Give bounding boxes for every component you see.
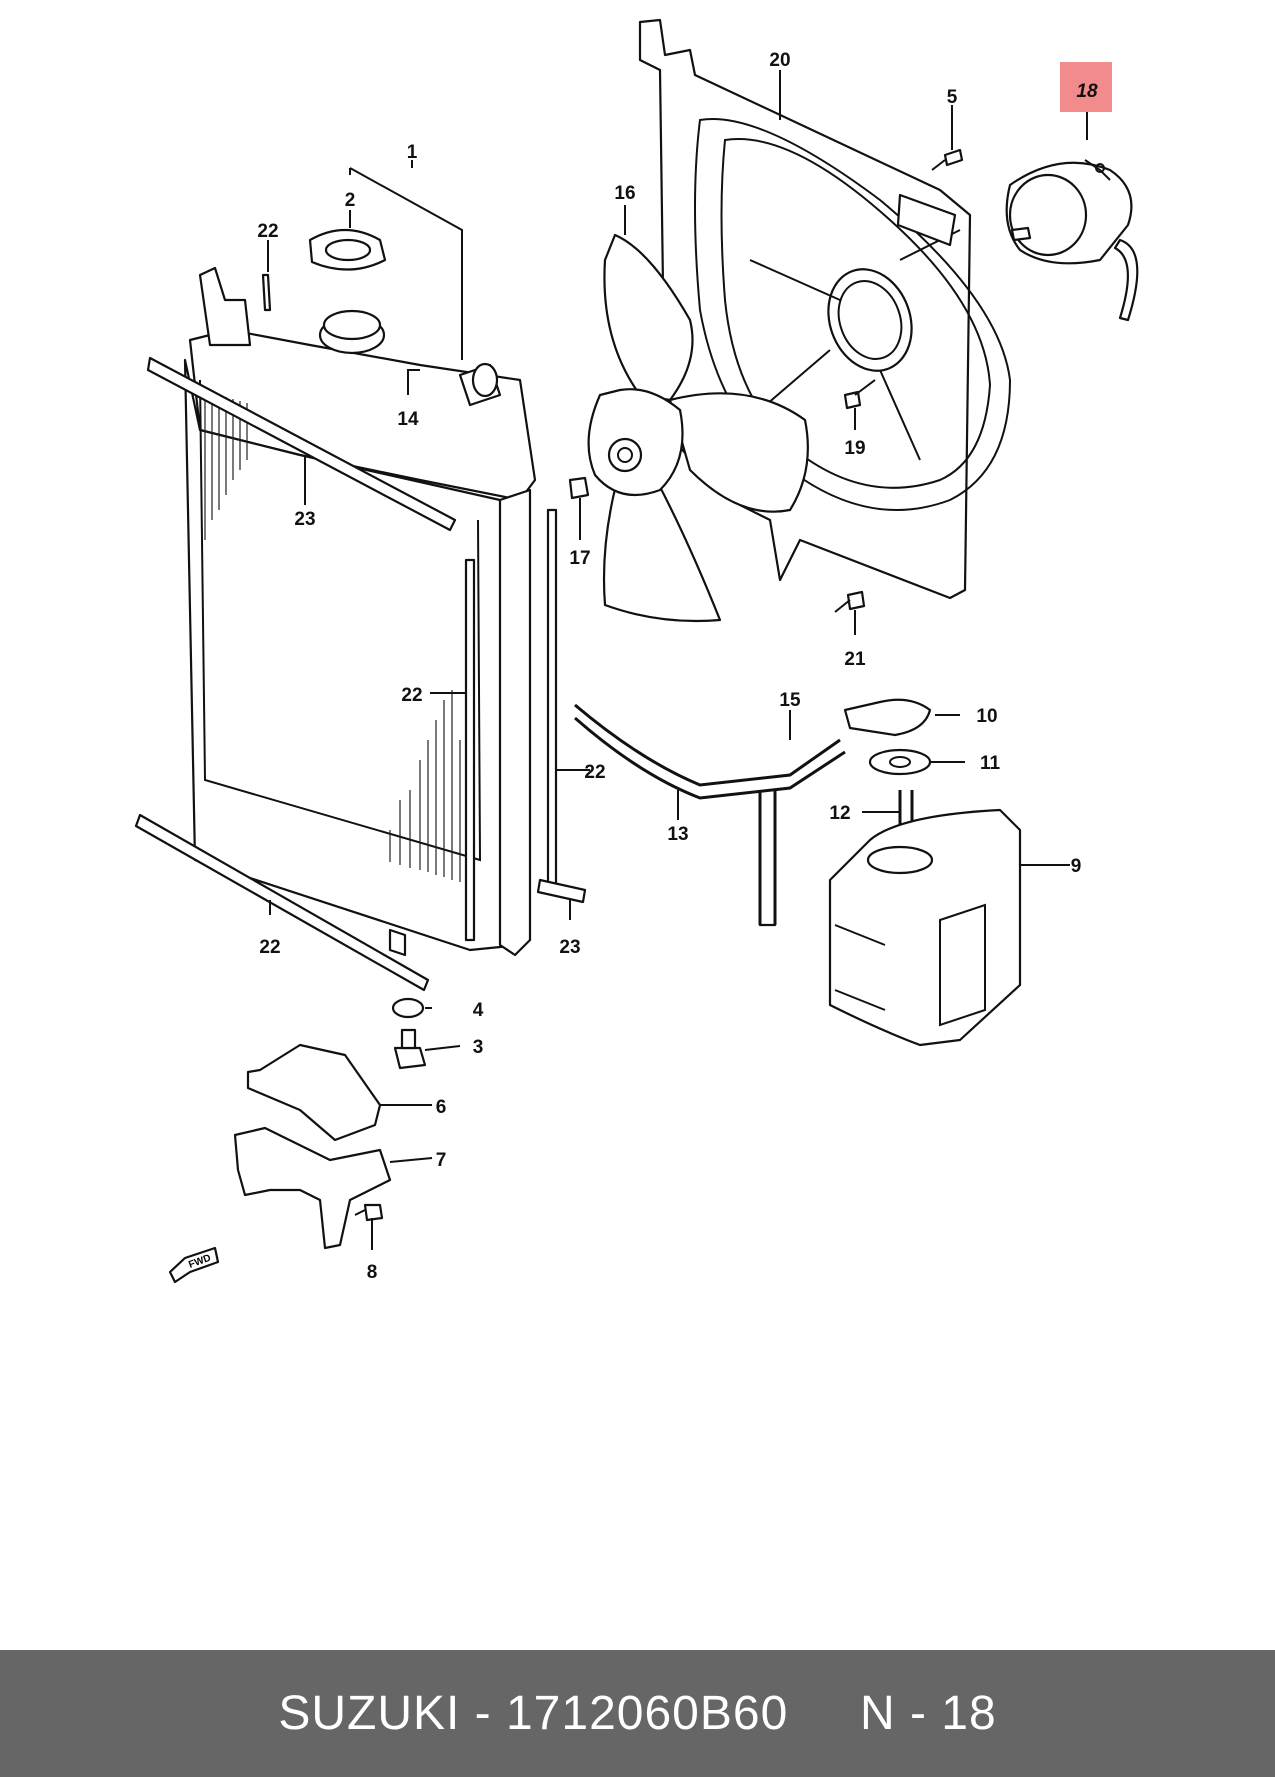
radiator bbox=[183, 266, 537, 957]
callout-9: 9 bbox=[1071, 856, 1082, 877]
footer-caption: SUZUKI - 1712060B60 N - 18 bbox=[278, 1686, 996, 1741]
callout-10: 10 bbox=[976, 706, 997, 727]
callout-22-core: 22 bbox=[401, 685, 422, 706]
callout-22-right: 22 bbox=[584, 762, 605, 783]
bolts bbox=[568, 148, 964, 613]
fan-motor bbox=[1005, 159, 1139, 322]
callout-14: 14 bbox=[397, 409, 419, 430]
part-number: 1712060B60 bbox=[505, 1687, 789, 1740]
callout-19: 19 bbox=[844, 438, 865, 459]
callout-6: 6 bbox=[436, 1097, 447, 1118]
callout-3: 3 bbox=[473, 1037, 484, 1058]
drain-plug bbox=[391, 997, 427, 1070]
callout-23-top: 23 bbox=[294, 509, 315, 530]
callout-labels: 1 2 3 4 5 6 7 8 9 10 11 12 13 14 15 16 1… bbox=[257, 50, 1098, 1283]
separator: - bbox=[460, 1687, 506, 1740]
callout-2: 2 bbox=[345, 190, 356, 211]
fwd-arrow-icon: FWD bbox=[168, 1246, 220, 1284]
callout-21: 21 bbox=[844, 649, 866, 670]
fan-blade bbox=[587, 233, 809, 623]
callout-17: 17 bbox=[569, 548, 590, 569]
spacer bbox=[788, 1687, 860, 1740]
parts-diagram: FWD 1 2 3 4 5 bbox=[134, 18, 1139, 1284]
callout-15: 15 bbox=[779, 690, 801, 711]
callout-4: 4 bbox=[473, 1000, 484, 1021]
mount-brackets bbox=[233, 1043, 392, 1250]
callout-23-bottom: 23 bbox=[559, 937, 580, 958]
leader-lines bbox=[267, 70, 1088, 1250]
callout-22-top: 22 bbox=[257, 221, 278, 242]
callout-1: 1 bbox=[407, 142, 418, 163]
reservoir-cap bbox=[843, 698, 932, 776]
rubber-strips bbox=[134, 273, 587, 992]
callout-22-bottom: 22 bbox=[259, 937, 280, 958]
footer-bar: SUZUKI - 1712060B60 N - 18 bbox=[0, 1650, 1275, 1777]
highlight-box bbox=[1060, 62, 1112, 112]
page-reference: N - 18 bbox=[859, 1687, 997, 1740]
callout-8: 8 bbox=[367, 1262, 378, 1283]
callout-16: 16 bbox=[614, 183, 635, 204]
reservoir-tank bbox=[828, 808, 1022, 1047]
callout-7: 7 bbox=[436, 1150, 447, 1171]
callout-12: 12 bbox=[829, 803, 850, 824]
radiator-cap bbox=[308, 229, 387, 271]
brand-name: SUZUKI bbox=[278, 1687, 461, 1740]
callout-20: 20 bbox=[769, 50, 790, 71]
callout-5: 5 bbox=[947, 87, 958, 108]
callout-13: 13 bbox=[667, 824, 688, 845]
callout-18: 18 bbox=[1076, 81, 1098, 102]
callout-11: 11 bbox=[980, 753, 1001, 774]
